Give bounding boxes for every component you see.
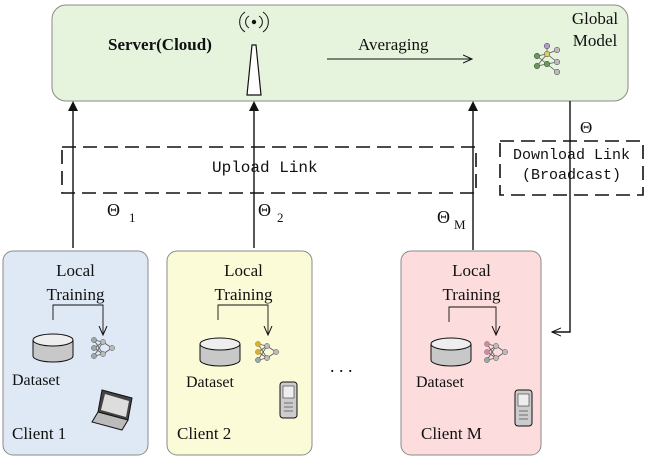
theta-symbol: Θ [107,200,120,220]
client-1-internals [32,304,133,431]
local-training-line-1: Local [452,261,491,280]
local-training-line-1: Local [56,261,95,280]
client-m-local-training: Local Training [424,259,519,307]
phone-icon [279,381,298,419]
network-icon [254,340,280,364]
client-2-local-training: Local Training [196,259,291,307]
more-clients-ellipsis: . . . [330,356,353,376]
download-link-line-1: Download Link [512,147,631,164]
global-model-network-icon [533,42,561,76]
dataset-icon [430,337,472,367]
global-model-line-2: Model [572,31,618,50]
theta-subscript: 2 [277,210,284,225]
theta-symbol: Θ [258,200,271,220]
dataset-icon [32,333,74,363]
local-training-line-2: Training [442,285,501,304]
client-m-internals [430,306,533,427]
averaging-label: Averaging [358,35,429,54]
global-model-label: Global Model [560,8,630,52]
upload-link-label: Upload Link [212,159,318,177]
local-training-line-2: Training [214,285,273,304]
laptop-icon [91,389,133,431]
antenna-icon [239,11,269,96]
client-1-dataset-label: Dataset [12,372,60,389]
theta-subscript: 1 [129,210,136,225]
theta-subscript: M [454,217,466,232]
phone-icon [514,389,533,427]
client-m-dataset-label: Dataset [416,374,464,391]
server-label: Server(Cloud) [108,35,212,54]
server-box [51,4,629,102]
download-link-box [499,140,644,196]
client-2-internals [199,304,298,419]
download-theta: Θ [580,118,593,137]
network-icon [483,340,509,364]
client-1-name: Client 1 [12,424,67,443]
download-arrow [552,101,571,332]
local-training-line-1: Local [224,261,263,280]
client-2-dataset-label: Dataset [186,374,234,391]
download-link-line-2: (Broadcast) [521,167,622,184]
client-1-local-training: Local Training [28,259,123,307]
dataset-icon [199,337,241,367]
download-link-label: Download Link (Broadcast) [500,146,643,186]
local-training-line-2: Training [46,285,105,304]
theta-symbol: Θ [437,207,450,227]
client-2-name: Client 2 [177,424,232,443]
global-model-line-1: Global [571,9,619,28]
client-m-name: Client M [421,424,482,443]
